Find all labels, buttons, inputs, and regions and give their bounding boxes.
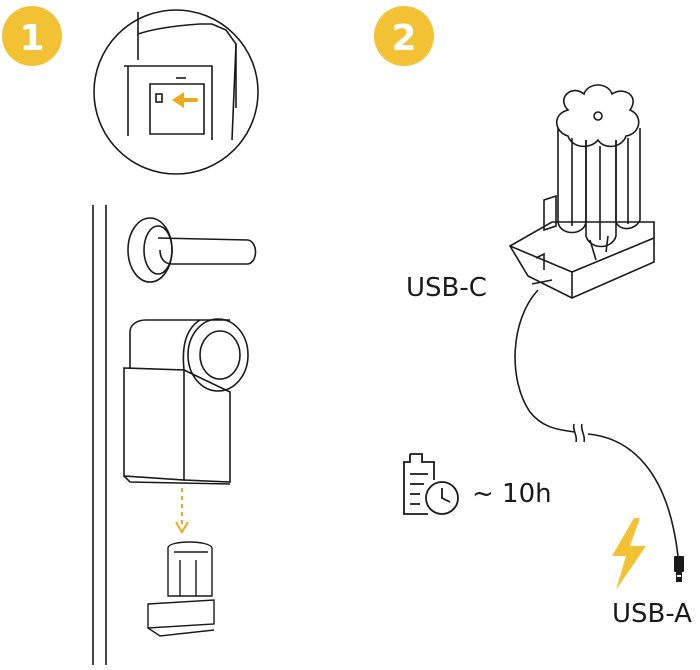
charge-time-label: ~ 10h	[472, 479, 552, 509]
battery-clock-icon	[403, 453, 459, 515]
zoom-detail-circle	[93, 9, 259, 175]
removal-arrow	[175, 488, 189, 534]
usb-a-label: USB-A	[612, 599, 692, 629]
door-handle	[127, 217, 257, 283]
battery-pack-large	[508, 84, 655, 299]
lightning-icon	[612, 518, 646, 590]
usb-c-label: USB-C	[406, 273, 487, 303]
battery-pack-small	[147, 541, 215, 637]
svg-text:1: 1	[19, 18, 44, 59]
usb-cable	[514, 279, 679, 557]
door-frame	[92, 205, 107, 665]
step-2-badge: 2	[374, 6, 434, 66]
step-1-badge: 1	[2, 6, 62, 66]
smart-lock	[123, 318, 249, 485]
arrow-left-icon	[172, 92, 198, 108]
svg-text:2: 2	[391, 18, 416, 59]
usb-a-plug-icon	[674, 556, 684, 582]
